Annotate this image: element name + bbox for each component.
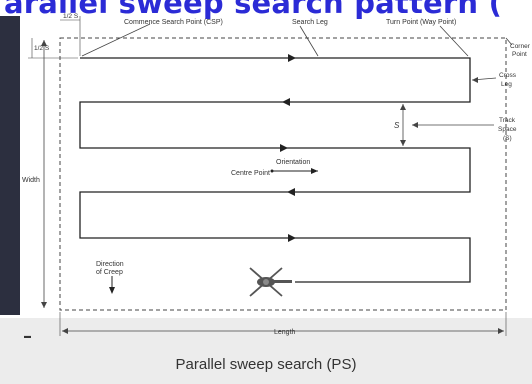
cross-leg-label: Cross: [499, 72, 517, 79]
csp-label: Commence Search Point (CSP): [124, 19, 223, 26]
footer-area: [0, 318, 532, 384]
corner-point-label: Point: [512, 51, 527, 58]
top-banner: arallel sweep search pattern (: [0, 0, 532, 20]
track-space-label: Track: [499, 117, 516, 124]
cross-leg-label: Leg: [501, 81, 512, 88]
orientation-label: Orientation: [276, 159, 310, 166]
track-arrow: [287, 188, 295, 196]
length-label: Length: [274, 329, 296, 336]
creep-arrowhead: [109, 287, 115, 294]
track-arrow: [282, 98, 290, 106]
diagram-caption: Parallel sweep search (PS): [175, 356, 357, 373]
corner-point-label: Corner: [510, 43, 531, 50]
centre-point-label: Centre Point: [231, 170, 270, 177]
dimension-arrowhead: [41, 40, 47, 46]
width-label: Width: [22, 177, 40, 184]
centre-point-marker: [270, 169, 274, 173]
search-track: [79, 57, 471, 283]
search-leg-pointer: [299, 25, 319, 57]
s-label: S: [394, 121, 400, 130]
track-arrow: [288, 54, 296, 62]
cross-leg-arrowhead: [472, 77, 478, 83]
track-arrow: [288, 234, 296, 242]
turn-point-label: Turn Point (Way Point): [386, 19, 456, 26]
track-space-label: (S): [503, 135, 512, 142]
turn-point-pointer: [439, 25, 469, 57]
dimension-arrowhead: [400, 104, 406, 110]
helicopter-icon: [249, 267, 292, 297]
half-s-left-label: 1/2 S: [34, 45, 50, 52]
dimension-arrowhead: [498, 328, 504, 334]
banner-text: arallel sweep search pattern (: [4, 0, 503, 20]
half-s-top-label: 1/2 S: [63, 13, 79, 20]
track-space-arrowhead: [412, 122, 418, 128]
search-leg-label: Search Leg: [292, 19, 328, 26]
scale-mark: ▬: [24, 333, 31, 340]
left-edge-bar: [0, 16, 20, 315]
orientation-arrowhead: [311, 168, 318, 174]
direction-of-creep-label: Direction: [96, 261, 124, 268]
corner-point-pointer: [505, 37, 513, 46]
dimension-arrowhead: [400, 140, 406, 146]
search-area-boundary: [59, 37, 507, 311]
direction-of-creep-label: of Creep: [96, 269, 123, 276]
dimension-arrowhead: [62, 328, 68, 334]
csp-pointer: [81, 23, 151, 57]
dimension-arrowhead: [41, 302, 47, 308]
track-space-label: Space: [498, 126, 517, 133]
track-arrow: [280, 144, 288, 152]
